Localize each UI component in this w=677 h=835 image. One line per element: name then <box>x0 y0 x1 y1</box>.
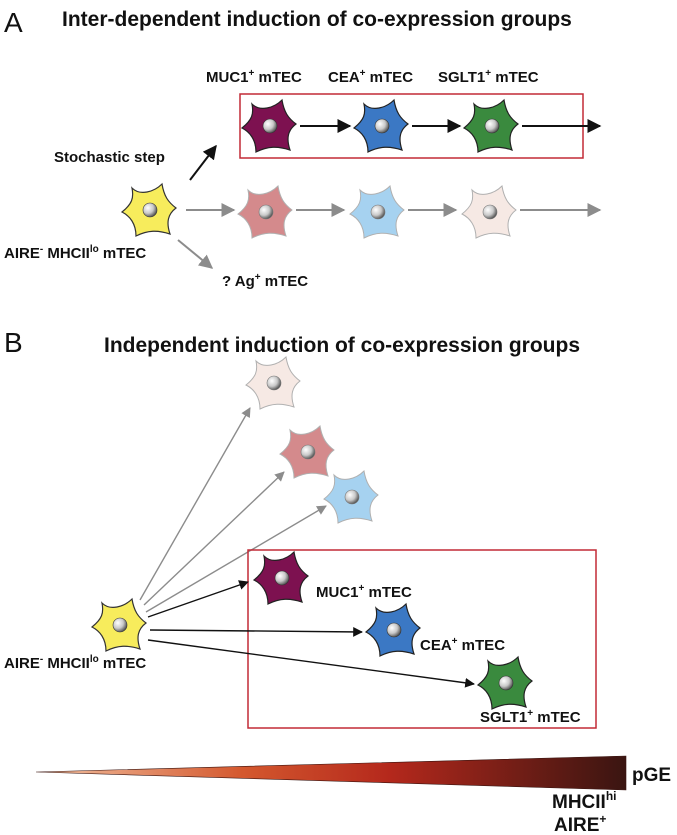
cell-lightblue-a <box>349 185 405 239</box>
arrow-stochastic <box>189 144 217 181</box>
pge-gradient-wedge <box>36 756 626 790</box>
nucleus-icon <box>300 444 316 460</box>
arrow-b-to-pink <box>143 471 285 606</box>
cell-pale-b <box>245 356 301 410</box>
nucleus-icon <box>484 118 500 134</box>
panel-b-group-box <box>247 549 597 729</box>
nucleus-icon <box>344 489 360 505</box>
arrow-question <box>177 239 214 269</box>
pge-label: pGE <box>632 765 671 786</box>
nucleus-icon <box>370 204 386 220</box>
label-muc1-a: MUC1+ mTEC <box>206 68 302 86</box>
question-label: ? Ag+ mTEC <box>222 272 308 290</box>
panel-a-letter: A <box>4 7 23 38</box>
nucleus-icon <box>142 202 158 218</box>
cell-sglt1-b <box>477 656 533 710</box>
source-label-b: AIRE- MHCIIlo mTEC <box>4 654 146 672</box>
nucleus-icon <box>498 675 514 691</box>
source-label-a: AIRE- MHCIIlo mTEC <box>4 244 146 262</box>
nucleus-icon <box>482 204 498 220</box>
cell-source-a <box>121 183 177 237</box>
cell-pink-a <box>237 185 293 239</box>
cell-source-b <box>91 598 147 652</box>
cell-pink-b <box>279 425 335 479</box>
panel-b-letter: B <box>4 327 23 358</box>
cell-cea-b <box>365 603 421 657</box>
cell-sglt1-a <box>463 99 519 153</box>
cell-cea-a <box>353 99 409 153</box>
nucleus-icon <box>374 118 390 134</box>
label-cea-a: CEA+ mTEC <box>328 68 413 86</box>
nucleus-icon <box>386 622 402 638</box>
cell-pale-a <box>461 185 517 239</box>
arrow-b-to-sglt1 <box>147 639 475 688</box>
panel-a-title: Inter-dependent induction of co-expressi… <box>62 8 572 31</box>
cell-lightblue-b <box>323 470 379 524</box>
label-sglt1-b: SGLT1+ mTEC <box>480 708 581 726</box>
nucleus-icon <box>274 570 290 586</box>
panel-b-title: Independent induction of co-expression g… <box>104 334 580 357</box>
nucleus-icon <box>258 204 274 220</box>
label-muc1-b: MUC1+ mTEC <box>316 583 412 601</box>
nucleus-icon <box>262 118 278 134</box>
nucleus-icon <box>266 375 282 391</box>
cell-muc1-b <box>253 551 309 605</box>
stochastic-step-label: Stochastic step <box>54 149 165 166</box>
mhcii-hi-label: MHCIIhi <box>552 789 617 813</box>
cell-muc1-a <box>241 99 297 153</box>
arrow-b-to-lightblue <box>145 505 327 613</box>
label-cea-b: CEA+ mTEC <box>420 636 505 654</box>
aire-plus-label: AIRE+ <box>554 812 606 835</box>
label-sglt1-a: SGLT1+ mTEC <box>438 68 539 86</box>
arrow-b-to-pale <box>139 407 251 601</box>
arrow-b-to-cea <box>149 627 363 637</box>
arrow-b-to-muc1 <box>147 580 249 618</box>
nucleus-icon <box>112 617 128 633</box>
